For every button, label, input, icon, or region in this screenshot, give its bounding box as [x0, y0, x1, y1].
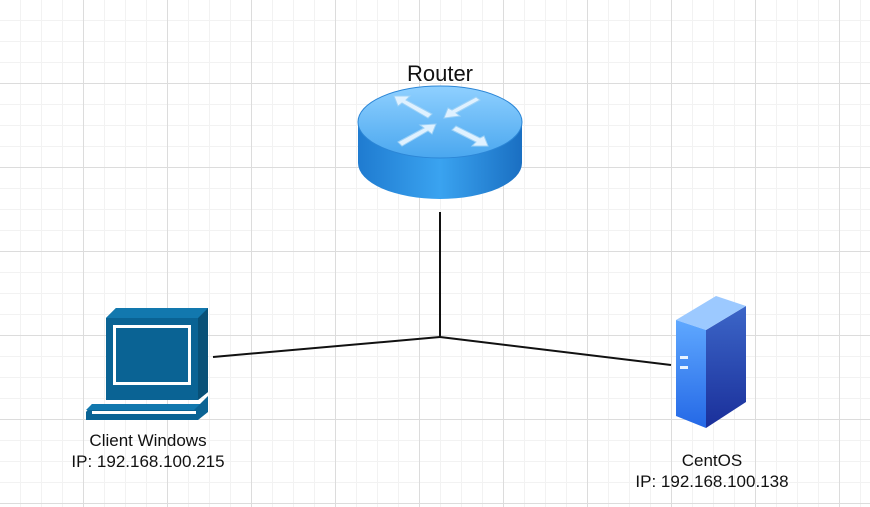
client-name: Client Windows: [89, 431, 207, 450]
computer-icon[interactable]: [86, 308, 208, 420]
link-junction-server: [439, 336, 672, 366]
connections: [212, 212, 672, 366]
router-name: Router: [406, 61, 474, 86]
server-label: CentOS IP: 192.168.100.138: [612, 450, 812, 492]
client-ip: IP: 192.168.100.215: [71, 452, 225, 471]
link-junction-client: [212, 336, 441, 358]
client-label: Client Windows IP: 192.168.100.215: [48, 430, 248, 472]
server-name: CentOS: [681, 451, 743, 470]
server-icon[interactable]: [676, 296, 746, 428]
server-ip: IP: 192.168.100.138: [635, 472, 789, 491]
router-icon[interactable]: [357, 85, 523, 199]
router-label: Router: [360, 60, 520, 88]
